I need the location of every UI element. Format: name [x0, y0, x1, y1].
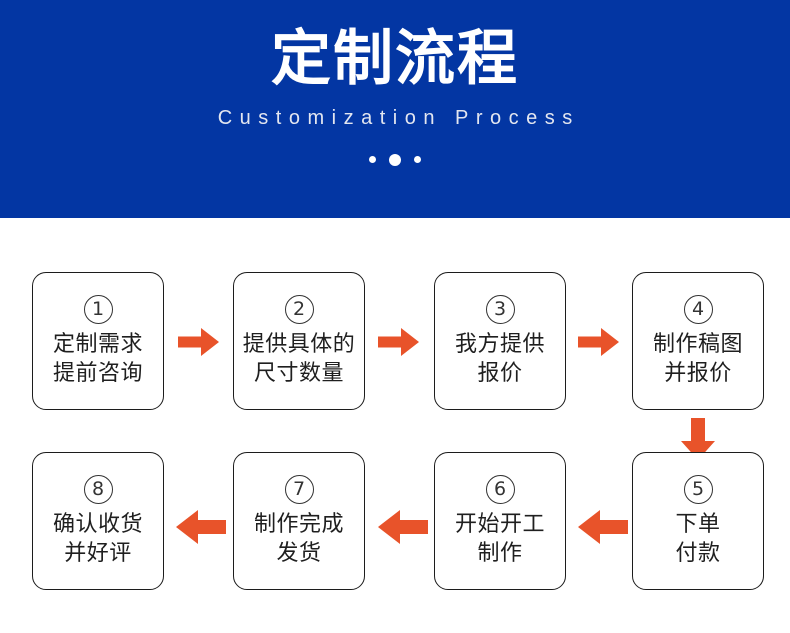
step-label-8: 确认收货 并好评 [52, 510, 143, 565]
step-label-4: 制作稿图 并报价 [652, 330, 743, 385]
step-label-3: 我方提供 报价 [454, 330, 545, 385]
step-box-6[interactable]: 6 开始开工 制作 [434, 452, 566, 590]
step-label-1: 定制需求 提前咨询 [52, 330, 143, 385]
arrow-right-3-4-icon [578, 328, 619, 356]
dot-small-right-icon [414, 156, 421, 164]
step-box-8[interactable]: 8 确认收货 并好评 [32, 452, 164, 590]
step-box-4[interactable]: 4 制作稿图 并报价 [632, 272, 764, 410]
step-number-6: 6 [485, 474, 515, 504]
arrow-left-6-7-icon [378, 510, 428, 544]
arrow-left-5-6-icon [578, 510, 628, 544]
step-number-7: 7 [284, 474, 314, 504]
step-number-5: 5 [683, 474, 713, 504]
step-number-4: 4 [683, 294, 713, 324]
arrow-down-4-5-icon [681, 418, 715, 460]
step-label-7: 制作完成 发货 [253, 510, 344, 565]
step-box-2[interactable]: 2 提供具体的 尺寸数量 [233, 272, 365, 410]
arrow-right-2-3-icon [378, 328, 419, 356]
step-box-1[interactable]: 1 定制需求 提前咨询 [32, 272, 164, 410]
step-number-8: 8 [83, 474, 113, 504]
arrow-left-7-8-icon [176, 510, 226, 544]
dot-small-left-icon [369, 156, 376, 164]
step-box-7[interactable]: 7 制作完成 发货 [233, 452, 365, 590]
step-number-3: 3 [485, 294, 515, 324]
step-label-2: 提供具体的 尺寸数量 [242, 330, 356, 385]
step-box-3[interactable]: 3 我方提供 报价 [434, 272, 566, 410]
step-label-6: 开始开工 制作 [454, 510, 545, 565]
arrow-right-1-2-icon [178, 328, 219, 356]
step-box-5[interactable]: 5 下单 付款 [632, 452, 764, 590]
header-banner: 定制流程 Customization Process [0, 0, 790, 218]
decorative-dots [369, 153, 421, 167]
process-flow-diagram: 1 定制需求 提前咨询 2 提供具体的 尺寸数量 3 我方提供 报价 [0, 218, 790, 633]
step-label-5: 下单 付款 [675, 510, 721, 565]
step-number-1: 1 [83, 294, 113, 324]
step-number-2: 2 [284, 294, 314, 324]
dot-large-center-icon [389, 153, 401, 166]
page-subtitle: Customization Process [217, 106, 580, 129]
page-title: 定制流程 [271, 25, 519, 92]
